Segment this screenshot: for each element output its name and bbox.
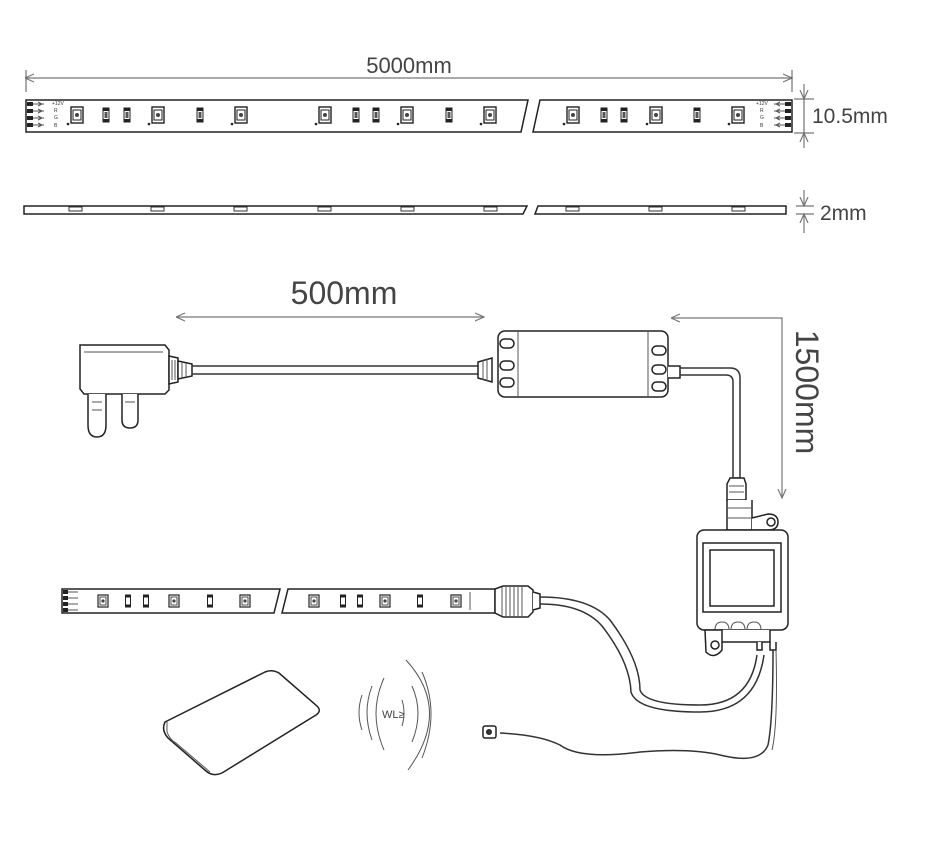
strip-length-dimension: 5000mm <box>26 53 792 92</box>
led-strip-side-view <box>23 205 787 215</box>
strip-terminal-left: +12V R G B <box>27 101 64 129</box>
mains-cable <box>192 365 478 375</box>
strip-terminal-right: +12V R G B <box>756 101 791 129</box>
driver-cable-length-label: 1500mm <box>789 330 825 455</box>
rgb-controller <box>696 513 789 657</box>
pin-label-r-right: R <box>760 108 764 114</box>
uk-mains-plug <box>79 344 193 438</box>
strip-thickness-label: 2mm <box>820 202 867 225</box>
strip-width-label: 10.5mm <box>812 105 888 128</box>
plug-cable-length-label: 500mm <box>291 275 398 311</box>
remote-label: WL≥ <box>382 709 405 721</box>
pin-label-12v-right: +12V <box>756 101 768 107</box>
led-strip-top-view: +12V R G B +12V R <box>25 99 793 133</box>
pin-label-g: G <box>54 115 58 121</box>
led-strip-connected <box>61 585 541 618</box>
pin-label-g-right: G <box>760 115 764 121</box>
pin-label-b: B <box>54 123 58 129</box>
driver-cable-dimension: 1500mm <box>672 318 825 498</box>
wireless-signal-icon: WL≥ <box>358 659 432 771</box>
strip-length-label: 5000mm <box>366 53 452 78</box>
pin-label-12v: +12V <box>52 101 64 107</box>
wireless-remote <box>162 669 320 776</box>
ir-receiver-cable <box>482 649 777 760</box>
dc-output-cable <box>680 367 753 531</box>
led-driver <box>477 330 681 398</box>
pin-label-r: R <box>54 108 58 114</box>
plug-cable-dimension: 500mm <box>177 275 484 317</box>
strip-to-controller-cable <box>539 596 765 713</box>
strip-width-dimension: 10.5mm <box>794 84 888 148</box>
pin-label-b-right: B <box>760 123 764 129</box>
strip-thickness-dimension: 2mm <box>796 190 867 233</box>
